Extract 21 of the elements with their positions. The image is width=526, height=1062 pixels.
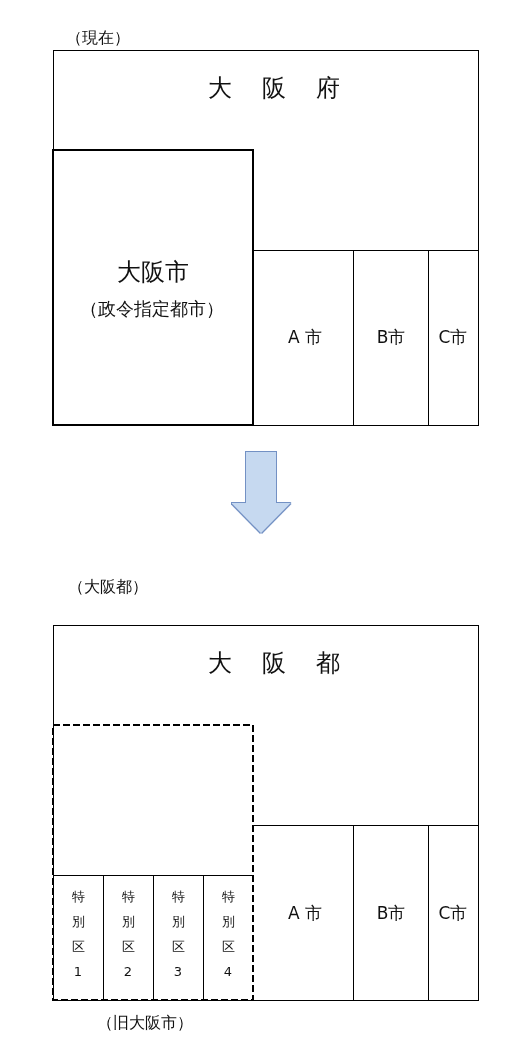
region-name: 大 阪 都 — [207, 648, 343, 678]
city-name: A 市 — [288, 902, 322, 924]
area-label: （旧大阪市） — [97, 1013, 193, 1033]
city-name: 大阪市 — [117, 257, 189, 287]
ward-name: 特別区4 — [221, 888, 235, 981]
city-name: A 市 — [288, 326, 322, 348]
ward-box — [153, 875, 204, 1000]
region-name: 大 阪 府 — [207, 73, 343, 103]
city-name: B市 — [376, 326, 406, 348]
ward-box — [53, 875, 104, 1000]
city-box — [52, 149, 254, 426]
ward-name: 特別区1 — [71, 888, 85, 981]
city-subtitle: （政令指定都市） — [80, 298, 224, 320]
ward-name: 特別区3 — [171, 888, 185, 981]
ward-box — [103, 875, 154, 1000]
city-name: C市 — [438, 902, 468, 924]
city-name: B市 — [376, 902, 406, 924]
heading: （現在） — [66, 28, 130, 48]
ward-name: 特別区2 — [121, 888, 135, 981]
heading: （大阪都） — [68, 577, 148, 597]
city-name: C市 — [438, 326, 468, 348]
